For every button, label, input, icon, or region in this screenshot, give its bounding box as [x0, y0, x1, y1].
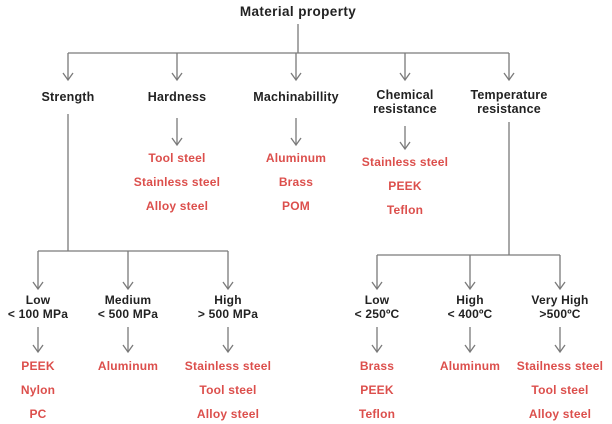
temperature-level-very-high: Very High >500ºC [531, 293, 588, 321]
strength-level-medium: Medium < 500 MPa [98, 293, 158, 321]
arrow-down-icon [464, 255, 476, 291]
strength-medium-materials-list: Aluminum [98, 354, 158, 378]
material-item: PEEK [388, 179, 422, 193]
material-item: Brass [359, 359, 395, 373]
material-item: PEEK [21, 359, 55, 373]
material-item: Aluminum [97, 359, 159, 373]
arrow-down-icon [554, 327, 566, 354]
machinability-materials-list: Aluminum Brass POM [266, 146, 326, 218]
level-name: Low [364, 293, 390, 307]
material-item: Tool steel [199, 383, 257, 397]
arrow-down-icon [171, 118, 183, 147]
material-item: Teflon [386, 203, 424, 217]
arrow-down-icon [554, 255, 566, 291]
page-title: Material property [239, 4, 357, 19]
level-range: < 400ºC [447, 307, 493, 321]
material-item: PC [29, 407, 47, 421]
level-range: < 250ºC [354, 307, 400, 321]
strength-level-high: High > 500 MPa [198, 293, 258, 321]
temperature-level-low: Low < 250ºC [355, 293, 400, 321]
strength-low-materials-list: PEEK Nylon PC [21, 354, 55, 424]
arrow-down-icon [464, 327, 476, 354]
strength-level-low: Low < 100 MPa [8, 293, 68, 321]
temperature-high-materials-list: Aluminum [440, 354, 500, 378]
arrow-down-icon [399, 126, 411, 151]
level-range: >500ºC [539, 307, 581, 321]
arrow-down-icon [122, 251, 134, 291]
level-name: High [456, 293, 484, 307]
branch-label-machinability: Machinabillity [253, 90, 339, 104]
material-item: Alloy steel [528, 407, 592, 421]
branch-label-chemical-resistance: Chemical resistance [373, 88, 437, 116]
hardness-materials-list: Tool steel Stainless steel Alloy steel [134, 146, 220, 218]
arrow-down-icon [222, 327, 234, 354]
arrow-down-icon [122, 327, 134, 354]
arrow-down-icon [371, 255, 383, 291]
material-item: Teflon [358, 407, 396, 421]
arrow-down-icon [371, 327, 383, 354]
material-item: Brass [278, 175, 314, 189]
temperature-level-high: High < 400ºC [448, 293, 493, 321]
material-item: Tool steel [148, 151, 206, 165]
material-item: Stailness steel [516, 359, 604, 373]
arrow-down-icon [32, 251, 44, 291]
level-name: Low [25, 293, 51, 307]
material-item: Alloy steel [196, 407, 260, 421]
arrow-down-icon [290, 118, 302, 147]
arrow-down-icon [290, 53, 302, 82]
material-item: Nylon [20, 383, 56, 397]
level-range: < 100 MPa [7, 307, 69, 321]
material-item: Aluminum [439, 359, 501, 373]
temperature-very-high-materials-list: Stailness steel Tool steel Alloy steel [517, 354, 603, 424]
material-item: Stainless steel [361, 155, 449, 169]
arrow-down-icon [503, 53, 515, 82]
arrow-down-icon [399, 53, 411, 82]
branch-label-strength: Strength [41, 90, 95, 104]
chemical-materials-list: Stainless steel PEEK Teflon [362, 150, 448, 222]
material-item: Tool steel [531, 383, 589, 397]
material-item: Aluminum [265, 151, 327, 165]
strength-high-materials-list: Stainless steel Tool steel Alloy steel [185, 354, 271, 424]
level-name: Very High [531, 293, 589, 307]
level-range: > 500 MPa [197, 307, 259, 321]
material-item: PEEK [360, 383, 394, 397]
material-item: Alloy steel [145, 199, 209, 213]
branch-label-hardness: Hardness [147, 90, 207, 104]
material-item: Stainless steel [133, 175, 221, 189]
level-name: Medium [104, 293, 152, 307]
level-name: High [214, 293, 242, 307]
branch-label-temperature-resistance: Temperature resistance [470, 88, 548, 116]
arrow-down-icon [222, 251, 234, 291]
temperature-low-materials-list: Brass PEEK Teflon [359, 354, 395, 424]
arrow-down-icon [32, 327, 44, 354]
material-item: Stainless steel [184, 359, 272, 373]
material-item: POM [282, 199, 310, 213]
arrow-down-icon [171, 53, 183, 82]
arrow-down-icon [62, 53, 74, 82]
level-range: < 500 MPa [97, 307, 159, 321]
